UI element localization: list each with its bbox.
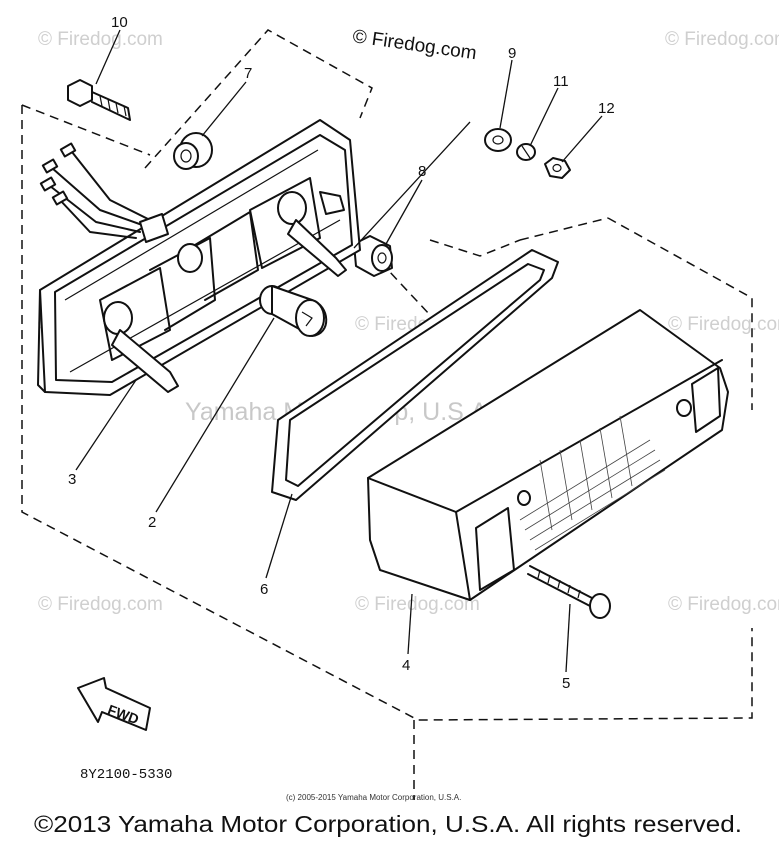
bolt-10 xyxy=(67,79,131,121)
callout-number: 11 xyxy=(553,73,569,90)
callout-numbers: 10 7 9 11 12 8 3 2 6 4 5 xyxy=(68,14,615,692)
lock-washer-11 xyxy=(516,143,536,161)
watermark: © Firedog.com xyxy=(38,594,163,615)
watermark: © Firedog.com xyxy=(355,594,480,615)
watermark: © Firedog.com xyxy=(38,29,163,50)
grommet-7 xyxy=(173,132,213,170)
watermark: © Firedog.com xyxy=(668,314,779,335)
footer-copyright: ©2013 Yamaha Motor Corporation, U.S.A. A… xyxy=(34,811,742,837)
callout-number: 5 xyxy=(562,675,570,692)
gasket-6 xyxy=(271,249,559,501)
small-copyright: (c) 2005-2015 Yamaha Motor Corporation, … xyxy=(286,793,461,802)
callout-number: 4 xyxy=(402,657,410,674)
watermark: © Firedog.com xyxy=(665,29,779,50)
washer-9 xyxy=(484,128,512,152)
callout-number: 6 xyxy=(260,581,268,598)
callout-number: 10 xyxy=(111,14,128,31)
tail-light-housing xyxy=(37,119,361,396)
callout-number: 9 xyxy=(508,45,516,62)
fwd-arrow: FWD xyxy=(77,677,151,731)
firedog-watermark-top: © Firedog.com xyxy=(351,26,478,64)
callout-number: 3 xyxy=(68,471,76,488)
drawing-number: 8Y2100-5330 xyxy=(80,767,172,783)
watermark-group: © Firedog.com © Firedog.com © Firedog.co… xyxy=(38,29,779,615)
callout-number: 12 xyxy=(598,100,615,117)
nut-12 xyxy=(544,157,571,179)
screw-5 xyxy=(527,565,611,619)
callout-number: 7 xyxy=(244,65,252,82)
callout-number: 2 xyxy=(148,514,156,531)
collar-8 xyxy=(353,235,393,277)
lens-hatching xyxy=(519,415,666,551)
callout-number: 8 xyxy=(418,163,426,180)
lens-4 xyxy=(367,309,729,601)
watermark: © Firedog.com xyxy=(668,594,779,615)
leader-lines xyxy=(75,29,603,673)
bulb-2 xyxy=(259,285,328,337)
